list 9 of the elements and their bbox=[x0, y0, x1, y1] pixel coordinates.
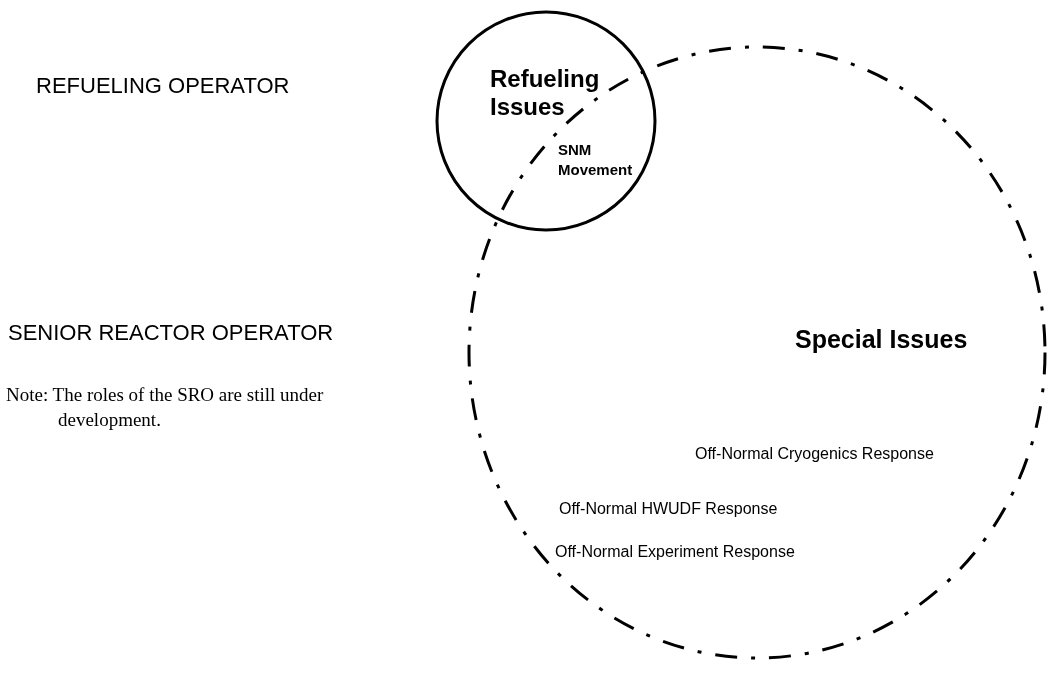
list-item: Off-Normal Experiment Response bbox=[555, 543, 795, 561]
note-text: Note: The roles of the SRO are still under development. bbox=[6, 383, 325, 432]
list-item: Off-Normal Cryogenics Response bbox=[695, 445, 934, 463]
role-label: SENIOR REACTOR OPERATOR bbox=[8, 320, 334, 346]
overlap-text: SNM Movement bbox=[558, 140, 634, 181]
list-item: Off-Normal HWUDF Response bbox=[559, 500, 778, 518]
circle-heading: Special Issues bbox=[795, 325, 968, 354]
circle-heading: Refueling Issues bbox=[490, 65, 600, 121]
role-label: REFUELING OPERATOR bbox=[36, 73, 290, 99]
